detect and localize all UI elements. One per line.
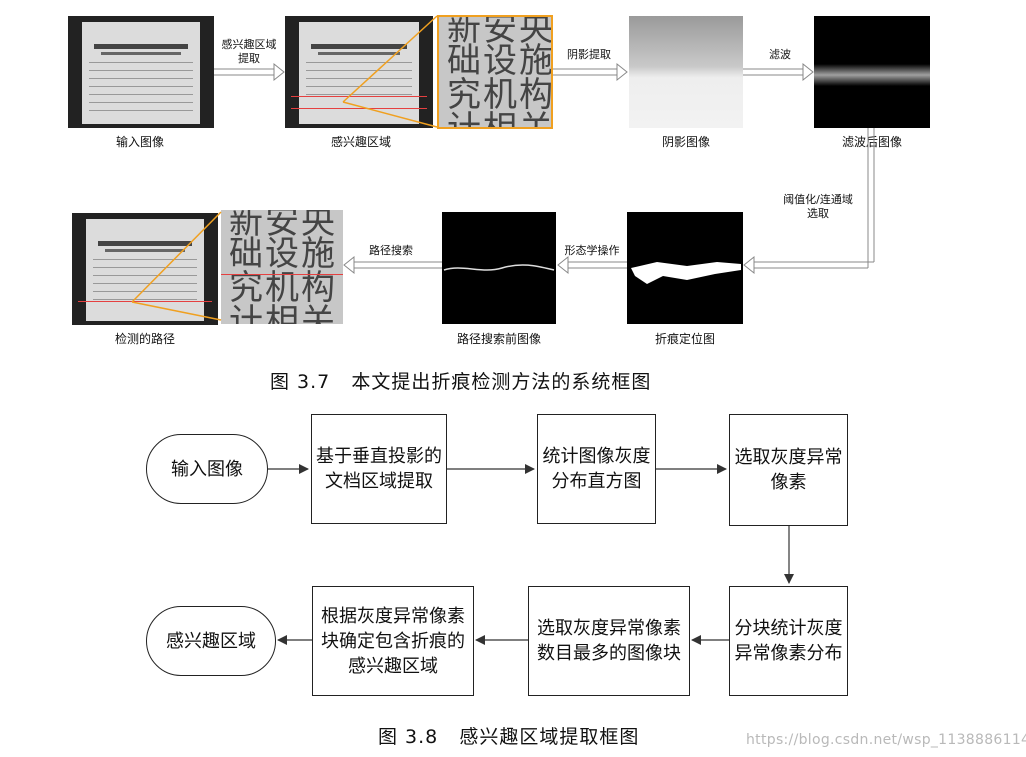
pre-search-image-thumbnail: [442, 212, 556, 324]
node-select-abnormal-pixels: 选取灰度异常像素: [729, 414, 848, 526]
edge-label-shadow-extract: 阴影提取: [567, 48, 611, 61]
node-label: 输入图像: [171, 458, 243, 480]
edge-label-roi-extract: 感兴趣区域 提取: [212, 38, 286, 66]
node-label: 分块统计灰度异常像素分布: [734, 618, 843, 664]
figure-caption-3-8: 图 3.8 感兴趣区域提取框图: [378, 726, 640, 748]
edge-label-path-search: 路径搜索: [369, 244, 413, 257]
newspaper-subhead-bar: [104, 249, 186, 252]
text-line: [306, 70, 412, 71]
text-line: [89, 70, 193, 71]
newspaper-headline-bar: [93, 44, 189, 49]
arrow-shadow-extract: [553, 62, 628, 82]
node-gray-histogram: 统计图像灰度分布直方图: [537, 414, 656, 524]
label-input-image: 输入图像: [115, 135, 164, 149]
node-max-abnormal-block: 选取灰度异常像素数目最多的图像块: [528, 586, 690, 696]
detected-zoom-panel: 新安央 础设施 究机构 计相关: [221, 210, 343, 324]
label-detected-path: 检测的路径: [114, 332, 175, 346]
edge-label-threshold: 阈值化/连通域 选取: [770, 193, 866, 221]
detected-path-line: [78, 301, 212, 302]
newspaper-subhead-bar: [100, 52, 182, 55]
node-label: 根据灰度异常像素块确定包含折痕的感兴趣区域: [321, 605, 465, 677]
node-determine-roi: 根据灰度异常像素块确定包含折痕的感兴趣区域: [312, 586, 474, 696]
text-line: [93, 299, 197, 300]
arrow-morph: [557, 255, 627, 275]
figure-caption-3-7: 图 3.7 本文提出折痕检测方法的系统框图: [270, 371, 652, 393]
node-block-statistics: 分块统计灰度异常像素分布: [729, 586, 848, 696]
zoom-text-line: 础设施: [229, 234, 337, 274]
edge-label-text: 感兴趣区域 提取: [221, 38, 277, 65]
filtered-image-thumbnail: [814, 16, 930, 128]
text-line: [306, 94, 412, 95]
crease-location-thumbnail: [627, 212, 743, 324]
newspaper-headline-bar: [311, 44, 407, 49]
node-label: 基于垂直投影的文档区域提取: [316, 446, 442, 492]
crease-blob: [631, 262, 741, 284]
roi-red-line: [291, 96, 427, 97]
arrow-roi-extract: [214, 62, 285, 82]
text-line: [93, 275, 197, 276]
zoom-text-line: 计相关: [447, 109, 553, 129]
roi-zoom-panel: 新安央 础设施 究机构 计相关: [437, 15, 553, 129]
edge-label-text: 阈值化/连通域 选取: [783, 193, 853, 220]
label-filtered-image: 滤波后图像: [841, 135, 902, 149]
filtered-crease-band: [814, 64, 930, 86]
label-pre-search: 路径搜索前图像: [456, 332, 541, 346]
zoom-text-line: 新安央: [229, 210, 337, 242]
newspaper-page: [82, 22, 200, 124]
node-label: 感兴趣区域: [166, 630, 256, 652]
node-roi-output: 感兴趣区域: [146, 606, 276, 676]
text-line: [89, 94, 193, 95]
text-line: [306, 78, 412, 79]
node-label: 选取灰度异常像素: [734, 447, 843, 493]
text-line: [306, 62, 412, 63]
zoom-text-line: 计相关: [229, 302, 337, 324]
text-line: [93, 259, 197, 260]
edge-label-morph: 形态学操作: [564, 244, 620, 257]
fig38-arrows: [268, 464, 794, 645]
arrow-path-search: [343, 255, 442, 275]
node-label: 选取灰度异常像素数目最多的图像块: [537, 618, 681, 664]
arrow-filter: [743, 62, 814, 82]
newspaper-subhead-bar: [318, 52, 400, 55]
text-line: [93, 267, 197, 268]
text-line: [89, 78, 193, 79]
label-roi: 感兴趣区域: [330, 135, 391, 149]
node-label: 统计图像灰度分布直方图: [542, 446, 651, 492]
roi-image-thumbnail: [285, 16, 433, 128]
zoom-text-line: 究机构: [447, 75, 553, 115]
zoom-text-line: 础设施: [447, 41, 553, 81]
newspaper-headline-bar: [97, 241, 193, 246]
fig37-arrows: [131, 15, 875, 321]
text-line: [89, 102, 193, 103]
arrow-threshold: [743, 128, 875, 275]
node-vertical-projection: 基于垂直投影的文档区域提取: [311, 414, 447, 524]
zoom-text-line: 新安央: [447, 15, 553, 49]
label-crease-location: 折痕定位图: [654, 332, 715, 346]
input-image-thumbnail: [68, 16, 214, 128]
node-input-image: 输入图像: [146, 434, 268, 504]
detected-path-line: [221, 274, 343, 275]
watermark-url: https://blog.csdn.net/wsp_1138886114: [746, 732, 1026, 748]
text-line: [89, 110, 193, 111]
roi-red-line: [291, 108, 427, 109]
text-line: [89, 62, 193, 63]
label-shadow-image: 阴影图像: [661, 135, 710, 149]
shadow-image-thumbnail: [629, 16, 743, 128]
thin-crease-line: [443, 264, 555, 271]
text-line: [89, 86, 193, 87]
text-line: [93, 283, 197, 284]
edge-label-filter: 滤波: [769, 48, 791, 61]
text-line: [93, 291, 197, 292]
